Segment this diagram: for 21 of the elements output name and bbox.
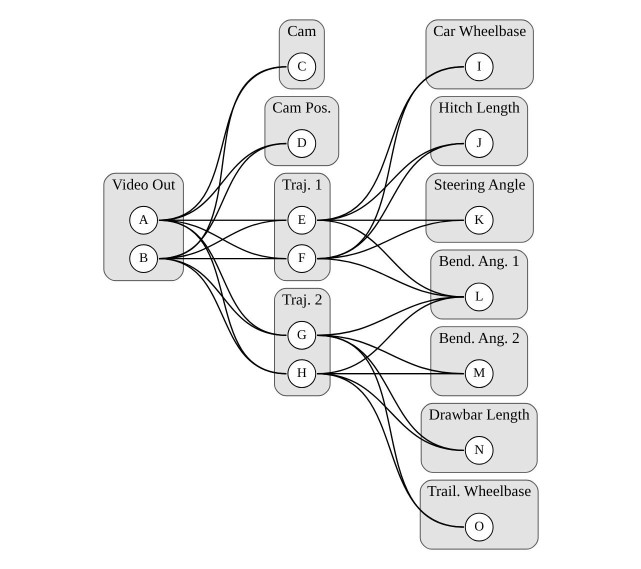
connector [158, 220, 286, 374]
connector [316, 220, 464, 298]
node-circle: G [286, 320, 316, 350]
node-circle: B [128, 244, 158, 273]
node-circle: J [464, 129, 494, 158]
node-circle: L [464, 282, 494, 312]
connector [158, 258, 286, 374]
node-circle: I [464, 52, 494, 82]
node-circle: M [464, 359, 494, 388]
node-circle: A [128, 206, 158, 235]
node-circle: F [286, 244, 316, 273]
connector [316, 373, 464, 528]
connector [316, 334, 464, 528]
node-circle: D [286, 129, 316, 158]
node-circle: E [286, 206, 316, 235]
node-circle: N [464, 436, 494, 465]
node-circle: K [464, 206, 494, 235]
node-circle: C [286, 52, 316, 82]
node-circle: H [286, 359, 316, 388]
connector [316, 258, 464, 298]
node-circle: O [464, 512, 494, 542]
